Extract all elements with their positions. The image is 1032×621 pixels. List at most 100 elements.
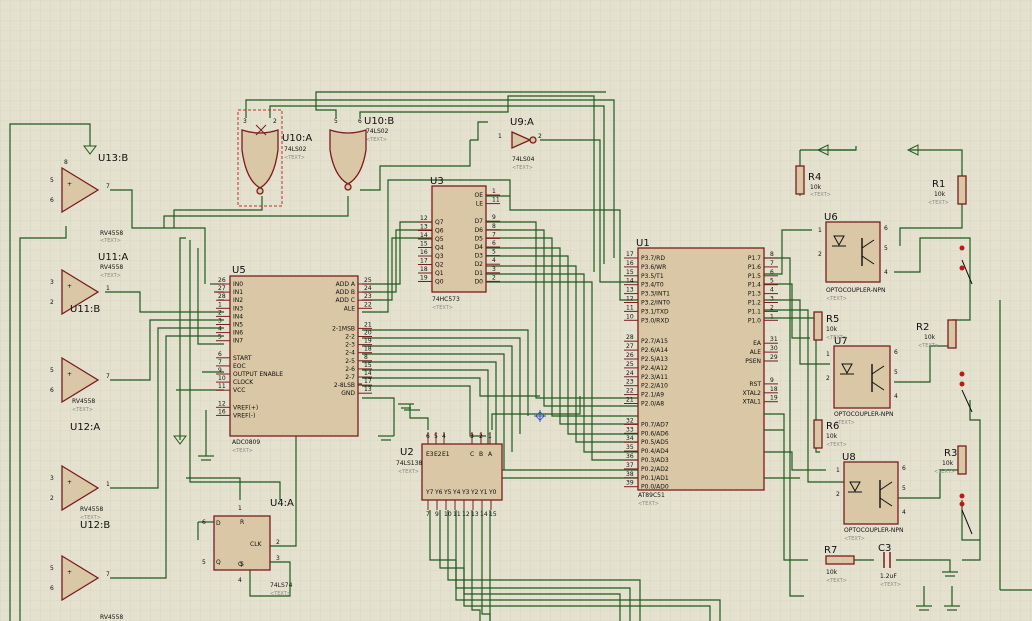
- u3-pin-label: D0: [475, 278, 484, 285]
- u1-pin-number: 2: [770, 304, 774, 311]
- u5-pin-label: 2-8LSB: [334, 382, 355, 389]
- u1-pin-number: 26: [626, 352, 634, 359]
- u1-pin-number: 36: [626, 453, 634, 460]
- u10a-nor-gate[interactable]: [241, 129, 279, 189]
- wire: [762, 283, 810, 339]
- u13b-plus-sign: +: [67, 181, 72, 188]
- u12b-opamp[interactable]: [61, 554, 100, 602]
- u8-text: <TEXT>: [844, 536, 865, 542]
- r2-text: <TEXT>: [918, 343, 939, 349]
- ground-symbol: [398, 403, 414, 409]
- u4a-pin-label: D: [216, 520, 221, 527]
- wire: [486, 281, 640, 461]
- u6-optocoupler[interactable]: [825, 221, 881, 283]
- ground-symbol: [916, 605, 932, 611]
- u1-pin-number: 19: [770, 395, 778, 402]
- u13b-opamp[interactable]: [61, 166, 100, 214]
- r1-ref: R1: [932, 179, 945, 190]
- u2-pin-label: Y6: [434, 489, 443, 496]
- u4a-pin-number: 3: [276, 555, 280, 562]
- u7-optocoupler[interactable]: [833, 345, 891, 409]
- r7-resistor[interactable]: [825, 555, 855, 565]
- u8-optocoupler[interactable]: [843, 461, 899, 525]
- u2-pin-number: 4: [442, 433, 446, 440]
- u1-at89c51[interactable]: [637, 247, 765, 491]
- u3-pin-number: 16: [420, 249, 428, 256]
- u1-pin-number: 10: [626, 313, 634, 320]
- wire: [486, 247, 640, 425]
- wire: [486, 273, 640, 453]
- u1-pin-label: P3.0/RXD: [641, 317, 669, 324]
- u11a-value: RV4558: [100, 264, 123, 271]
- u9a-text: <TEXT>: [512, 165, 533, 171]
- u5-pin-number: 22: [364, 301, 372, 308]
- u3-pin-number: 12: [420, 215, 428, 222]
- u4a-pin-number: 4: [238, 577, 242, 584]
- u12a-opamp[interactable]: [61, 464, 100, 512]
- u1-pin-label: EA: [753, 340, 762, 347]
- u5-pin-label: ADD A: [336, 281, 356, 288]
- u2-pin-label: A: [488, 451, 493, 458]
- u5-pin-number: 27: [218, 285, 226, 292]
- u1-pin-label: P1.5: [748, 273, 761, 280]
- u1-pin-number: 33: [626, 426, 634, 433]
- u1-pin-label: P3.7/RD: [641, 255, 665, 262]
- u1-pin-label: P3.2/INT0: [641, 300, 670, 307]
- u5-pin-label: IN4: [233, 313, 243, 320]
- r3-value: 10k: [942, 460, 954, 467]
- u2-pin-number: 7: [426, 511, 430, 518]
- r6-resistor[interactable]: [813, 419, 823, 449]
- u2-pin-label: Y3: [461, 489, 470, 496]
- r4-resistor[interactable]: [795, 165, 805, 195]
- u6-pin-number: 1: [818, 227, 822, 234]
- u7-pin-number: 6: [894, 349, 898, 356]
- u13b-pin-number: 6: [50, 197, 54, 204]
- r2-resistor[interactable]: [947, 319, 957, 349]
- u13b-ref: U13:B: [98, 153, 128, 164]
- u12b-plus-sign: +: [67, 569, 72, 576]
- u4a-74ls74[interactable]: [213, 515, 271, 571]
- u2-74ls138[interactable]: [421, 443, 503, 501]
- u1-pin-label: P2.5/A13: [641, 356, 668, 363]
- u5-pin-label: IN7: [233, 338, 243, 345]
- u1-pin-number: 16: [626, 260, 634, 267]
- wire: [509, 196, 640, 301]
- u5-pin-label: 2-7: [345, 374, 355, 381]
- r4-ref: R4: [808, 172, 821, 183]
- r5-resistor[interactable]: [813, 311, 823, 341]
- power-arrow-1: [816, 144, 856, 156]
- u5-adc0809[interactable]: [229, 275, 359, 437]
- switch-2[interactable]: [959, 371, 973, 413]
- u5-pin-number: 13: [364, 386, 372, 393]
- r5-text: <TEXT>: [826, 335, 847, 341]
- u1-pin-number: 39: [626, 480, 634, 487]
- u1-pin-number: 14: [626, 278, 634, 285]
- u2-pin-label: Y4: [452, 489, 461, 496]
- u11a-opamp[interactable]: [61, 268, 100, 316]
- r3-resistor[interactable]: [957, 445, 967, 475]
- u2-value: 74LS138: [396, 460, 422, 467]
- wire: [315, 91, 606, 118]
- u9a-inverter[interactable]: [511, 130, 532, 150]
- u10b-pin5: 5: [334, 118, 338, 125]
- u1-pin-number: 25: [626, 361, 634, 368]
- r1-resistor[interactable]: [957, 175, 967, 205]
- u5-pin-number: 23: [364, 293, 372, 300]
- u5-pin-number: 19: [364, 338, 372, 345]
- switch-3[interactable]: [959, 493, 973, 535]
- u11b-opamp[interactable]: [61, 356, 100, 404]
- r4-value: 10k: [810, 184, 822, 191]
- u10b-nor-gate[interactable]: [329, 129, 367, 185]
- u5-pin-number: 10: [218, 375, 226, 382]
- u2-pin-label: Y1: [479, 489, 488, 496]
- u2-pin-label: Y0: [488, 489, 497, 496]
- wire: [362, 179, 511, 313]
- u1-pin-label: P0.4/AD4: [641, 448, 669, 455]
- u3-pin-label: Q6: [435, 228, 444, 235]
- u1-pin-label: ALE: [750, 349, 761, 356]
- u3-74hc573[interactable]: [431, 185, 487, 293]
- switch-1[interactable]: [959, 245, 973, 285]
- wire: [163, 196, 349, 228]
